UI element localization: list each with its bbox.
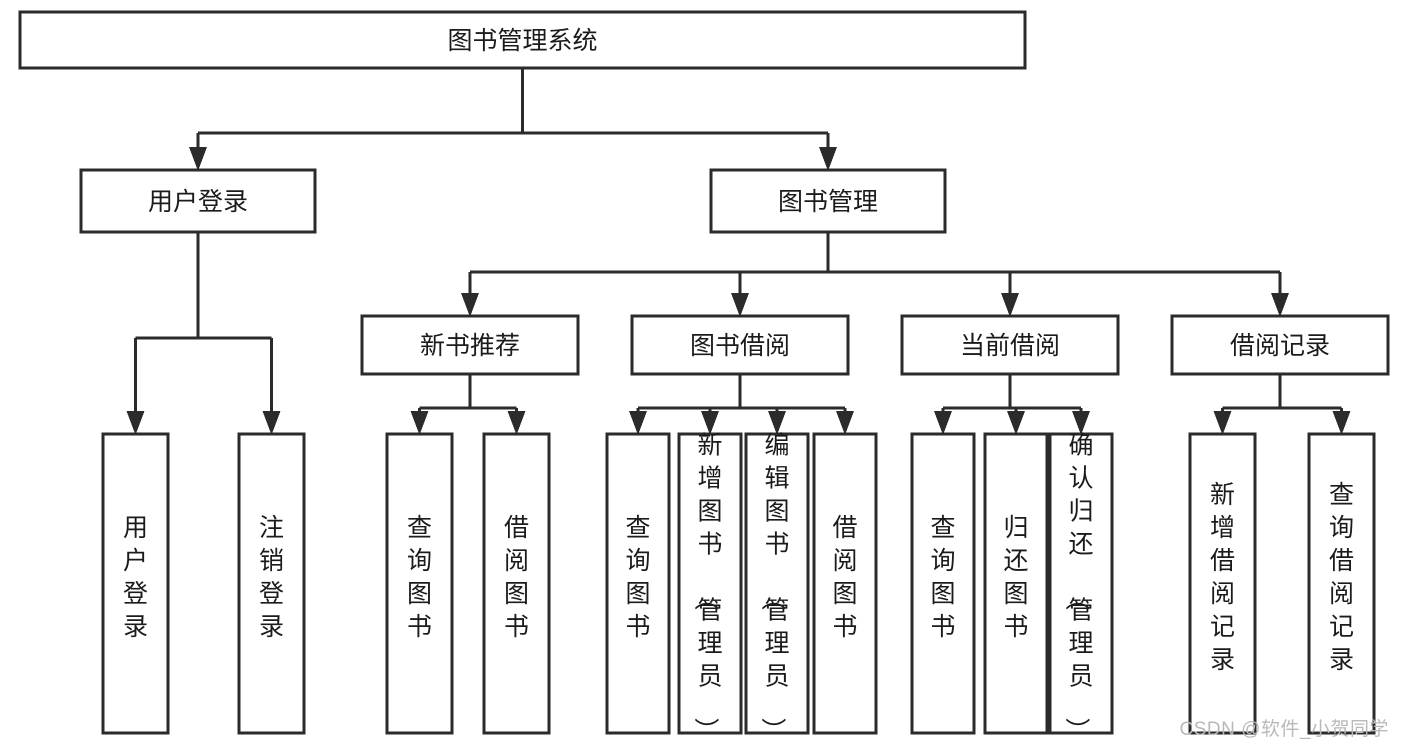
arrow-head-0-0 (189, 147, 207, 171)
node-leaf_4[interactable]: 查询图书 (605, 432, 671, 735)
arrow-head-2-2 (1001, 293, 1019, 317)
node-box-leaf_8 (910, 432, 976, 735)
node-box-leaf_11 (1188, 432, 1257, 735)
node-l3_1[interactable]: 图书借阅 (630, 314, 850, 376)
node-label-leaf_7: 借阅图书 (832, 514, 857, 641)
node-label-leaf_4: 查询图书 (625, 514, 650, 641)
node-box-leaf_5 (677, 432, 743, 735)
arrow-head-5-0 (934, 411, 952, 435)
arrow-head-5-2 (1072, 411, 1090, 435)
node-box-root (18, 10, 1027, 70)
arrow-head-2-1 (731, 293, 749, 317)
node-label-l3_1: 图书借阅 (690, 332, 790, 360)
node-label-leaf_3: 借阅图书 (504, 514, 529, 641)
node-box-leaf_7 (812, 432, 878, 735)
arrow-head-6-1 (1332, 411, 1351, 435)
node-label-leaf_1: 注销登录 (259, 514, 284, 641)
node-box-l3_3 (1170, 314, 1390, 376)
arrow-head-2-0 (461, 293, 479, 317)
arrow-head-6-0 (1213, 411, 1232, 435)
node-l2_1[interactable]: 图书管理 (709, 168, 947, 234)
node-box-leaf_6 (744, 432, 810, 735)
arrow-head-0-1 (819, 147, 837, 171)
node-leaf_2[interactable]: 查询图书 (385, 432, 454, 735)
arrow-head-3-0 (410, 411, 429, 435)
node-box-leaf_10 (1048, 432, 1114, 735)
node-box-leaf_0 (101, 432, 170, 735)
node-label-leaf_9: 归还图书 (1003, 514, 1028, 641)
node-label-root: 图书管理系统 (447, 27, 597, 55)
node-leaf_12[interactable]: 查询借阅记录 (1307, 432, 1376, 735)
node-label-leaf_0: 用户登录 (123, 514, 148, 641)
node-box-leaf_1 (237, 432, 306, 735)
node-label-leaf_6: 编辑图书（管理员） (758, 432, 789, 743)
node-box-leaf_4 (605, 432, 671, 735)
node-box-l3_2 (900, 314, 1120, 376)
node-leaf_7[interactable]: 借阅图书 (812, 432, 878, 735)
node-leaf_1[interactable]: 注销登录 (237, 432, 306, 735)
node-box-leaf_2 (385, 432, 454, 735)
node-label-l3_0: 新书推荐 (420, 332, 520, 360)
node-label-l3_2: 当前借阅 (960, 332, 1060, 360)
node-l3_3[interactable]: 借阅记录 (1170, 314, 1390, 376)
arrow-head-2-3 (1271, 293, 1289, 317)
node-box-leaf_12 (1307, 432, 1376, 735)
node-label-leaf_2: 查询图书 (407, 514, 432, 641)
arrow-head-5-1 (1007, 411, 1025, 435)
node-box-l3_1 (630, 314, 850, 376)
node-label-leaf_11: 新增借阅记录 (1210, 481, 1235, 674)
watermark-label: CSDN @软件_小贺同学 (1179, 719, 1389, 740)
node-label-leaf_12: 查询借阅记录 (1329, 481, 1354, 674)
node-box-l2_0 (79, 168, 317, 234)
node-leaf_9[interactable]: 归还图书 (983, 432, 1049, 735)
node-l3_2[interactable]: 当前借阅 (900, 314, 1120, 376)
node-box-l3_0 (360, 314, 580, 376)
node-leaf_11[interactable]: 新增借阅记录 (1188, 432, 1257, 735)
node-leaf_3[interactable]: 借阅图书 (482, 432, 551, 735)
arrow-head-1-0 (126, 411, 145, 435)
node-label-leaf_8: 查询图书 (930, 514, 955, 641)
node-leaf_5[interactable]: 新增图书（管理员） (677, 432, 743, 743)
arrow-head-1-1 (262, 411, 281, 435)
node-label-leaf_10: 确认归还（管理员） (1062, 432, 1093, 743)
node-leaf_6[interactable]: 编辑图书（管理员） (744, 432, 810, 743)
node-leaf_8[interactable]: 查询图书 (910, 432, 976, 735)
node-box-l2_1 (709, 168, 947, 234)
node-leaf_0[interactable]: 用户登录 (101, 432, 170, 735)
arrow-head-4-2 (768, 411, 786, 435)
node-box-leaf_3 (482, 432, 551, 735)
node-box-leaf_9 (983, 432, 1049, 735)
arrow-head-4-3 (836, 411, 854, 435)
node-l2_0[interactable]: 用户登录 (79, 168, 317, 234)
node-label-l2_1: 图书管理 (778, 188, 878, 216)
arrow-head-4-1 (701, 411, 719, 435)
node-leaf_10[interactable]: 确认归还（管理员） (1048, 432, 1114, 743)
arrow-head-4-0 (629, 411, 647, 435)
node-label-l3_3: 借阅记录 (1230, 332, 1330, 360)
node-layer: 图书管理系统用户登录图书管理新书推荐图书借阅当前借阅借阅记录用户登录注销登录查询… (18, 10, 1390, 743)
node-label-l2_0: 用户登录 (148, 188, 248, 216)
arrow-head-3-1 (507, 411, 526, 435)
connector-layer (126, 68, 1351, 435)
node-l3_0[interactable]: 新书推荐 (360, 314, 580, 376)
node-root[interactable]: 图书管理系统 (18, 10, 1027, 70)
node-label-leaf_5: 新增图书（管理员） (691, 432, 722, 743)
